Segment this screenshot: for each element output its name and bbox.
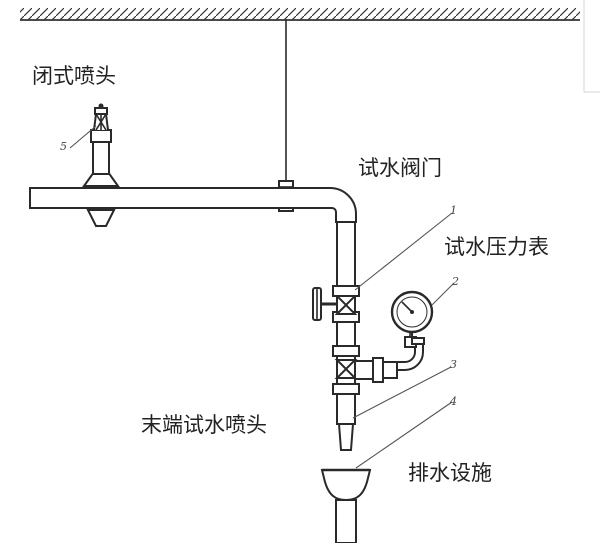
callout-5: 5: [60, 140, 67, 153]
label-drainage-facility: 排水设施: [408, 461, 492, 485]
label-end-test-nozzle: 末端试水喷头: [141, 413, 267, 437]
hanger-rod: [278, 20, 294, 212]
frame-edge: [583, 0, 600, 93]
gauge-branch: [334, 333, 425, 383]
vertical-pipe: [332, 221, 360, 451]
callout-3: 3: [450, 358, 457, 371]
horizontal-pipe: [29, 187, 357, 223]
ceiling: [20, 8, 580, 21]
callout-4: 4: [449, 395, 457, 408]
test-valve: [312, 287, 358, 321]
label-closed-sprinkler: 闭式喷头: [32, 64, 116, 88]
label-test-valve: 试水阀门: [358, 156, 442, 180]
drainage-facility: [320, 468, 372, 544]
callout-2: 2: [451, 275, 459, 288]
label-test-pressure-gauge: 试水压力表: [444, 235, 549, 259]
closed-sprinkler-assembly: [82, 103, 120, 227]
leader-lines: [69, 125, 455, 469]
callout-1: 1: [450, 204, 457, 217]
pressure-gauge: [390, 290, 434, 337]
